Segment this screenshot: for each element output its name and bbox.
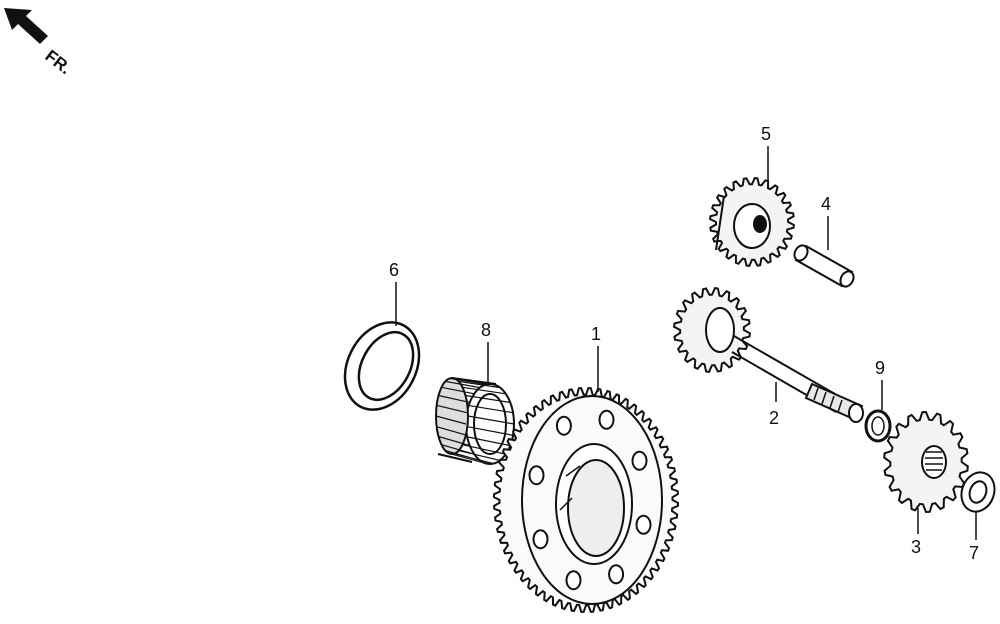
callout-5[interactable]: 5 [761, 124, 771, 182]
clip-9 [864, 409, 892, 443]
callout-2[interactable]: 2 [769, 382, 779, 428]
front-direction-indicator: FR. [4, 8, 75, 78]
callout-6-label: 6 [389, 260, 399, 280]
callout-6[interactable]: 6 [389, 260, 399, 326]
bolt-hole [565, 570, 582, 591]
callout-1-label: 1 [591, 324, 601, 344]
callout-8[interactable]: 8 [481, 320, 491, 382]
callout-4-label: 4 [821, 194, 831, 214]
callout-8-label: 8 [481, 320, 491, 340]
bolt-hole [631, 450, 648, 471]
front-arrow-icon [4, 8, 48, 44]
shaft-2 [673, 287, 864, 423]
gear-3 [883, 410, 969, 514]
gear-5 [709, 177, 795, 267]
bolt-hole [608, 564, 625, 585]
gear-1 [492, 386, 680, 614]
callout-3[interactable]: 3 [911, 508, 921, 557]
bolt-hole [528, 465, 545, 486]
bolt-hole [555, 415, 572, 436]
gear-1-bolt-holes [528, 409, 652, 591]
bolt-hole [598, 409, 615, 430]
callout-7[interactable]: 7 [969, 512, 979, 563]
bolt-hole [532, 529, 549, 550]
bolt-hole [635, 514, 652, 535]
callout-5-label: 5 [761, 124, 771, 144]
pin-4 [793, 244, 855, 288]
bearing-8-needles [435, 377, 515, 465]
callouts: 1 2 3 4 5 6 7 9 [389, 124, 979, 563]
callout-3-label: 3 [911, 537, 921, 557]
callout-9-label: 9 [875, 358, 885, 378]
callout-9[interactable]: 9 [875, 358, 885, 410]
callout-1[interactable]: 1 [591, 324, 601, 392]
bearing-8 [435, 377, 515, 465]
front-label: FR. [42, 46, 75, 78]
washer-7 [960, 471, 996, 513]
callout-2-label: 2 [769, 408, 779, 428]
callout-4[interactable]: 4 [821, 194, 831, 250]
washer-6 [343, 321, 421, 411]
callout-7-label: 7 [969, 543, 979, 563]
